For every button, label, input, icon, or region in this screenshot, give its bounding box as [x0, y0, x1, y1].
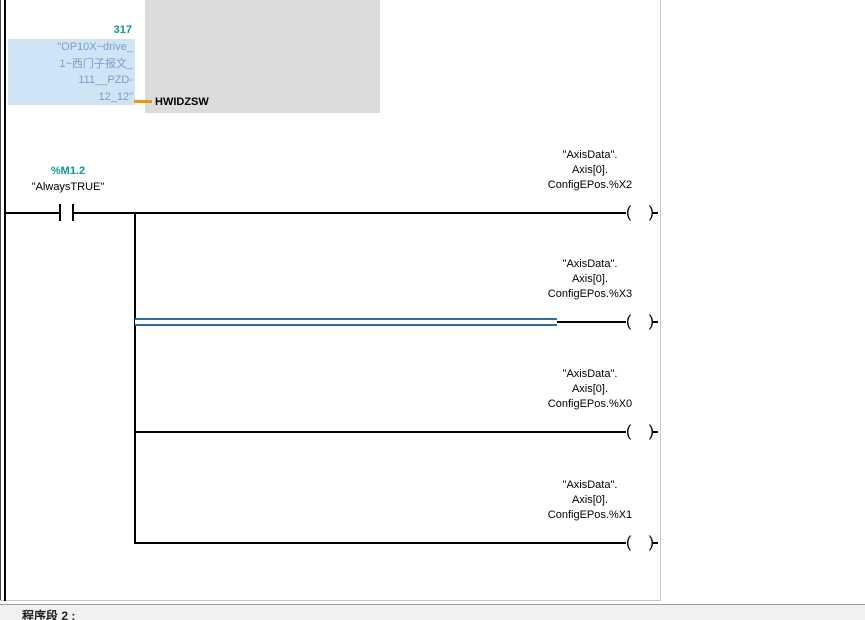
coil-operand-line: "AxisData". — [562, 368, 618, 380]
contact-symbol-name[interactable]: "AlwaysTRUE" — [31, 181, 105, 193]
coil-operand-line: ConfigEPos.%X1 — [547, 509, 633, 521]
coil-symbol[interactable]: ( ) — [626, 312, 654, 332]
coil-paren-left: ( — [626, 313, 632, 330]
coil-paren-right: ) — [649, 203, 654, 223]
coil-operand-label[interactable]: "AxisData". Axis[0]. ConfigEPos.%X3 — [515, 257, 665, 302]
coil-paren-left: ( — [626, 204, 632, 221]
coil-stub-wire — [652, 321, 658, 323]
coil-operand-line: Axis[0]. — [571, 383, 609, 395]
network-2-title: 程序段 2 : — [22, 609, 76, 620]
coil-stub-wire — [652, 542, 658, 544]
fb-operand-line: 111__PZD- — [78, 74, 133, 86]
coil-operand-line: Axis[0]. — [571, 164, 609, 176]
contact-address[interactable]: %M1.2 — [50, 165, 86, 177]
fb-operand-line: 1~西门子报文_ — [59, 57, 133, 70]
fb-operand-line: 12_12" — [98, 90, 134, 103]
coil-paren-right: ) — [649, 422, 654, 442]
coil-operand-line: ConfigEPos.%X0 — [547, 398, 633, 410]
branch-wire — [136, 542, 626, 544]
editor-left-border — [0, 0, 1, 601]
coil-paren-left: ( — [626, 534, 632, 551]
coil-operand-line: Axis[0]. — [571, 273, 609, 285]
coil-symbol[interactable]: ( ) — [626, 533, 654, 553]
fb-param-hwidzsw[interactable]: HWIDZSW — [155, 96, 209, 108]
no-contact-symbol[interactable] — [72, 204, 74, 221]
coil-paren-left: ( — [626, 423, 632, 440]
fb-operand-line: "OP10X~drive_ — [57, 41, 133, 53]
coil-symbol[interactable]: ( ) — [626, 203, 654, 223]
fb-input-value[interactable]: 317 — [113, 24, 132, 36]
coil-operand-label[interactable]: "AxisData". Axis[0]. ConfigEPos.%X0 — [515, 367, 665, 412]
coil-stub-wire — [652, 431, 658, 433]
network-bottom-border — [0, 600, 661, 601]
coil-operand-line: Axis[0]. — [571, 494, 609, 506]
coil-operand-line: "AxisData". — [562, 479, 618, 491]
branch-vertical-wire — [134, 212, 136, 544]
coil-operand-line: ConfigEPos.%X3 — [547, 288, 633, 300]
network-right-border — [660, 0, 661, 601]
network-2-header[interactable]: 程序段 2 : — [0, 604, 865, 620]
coil-paren-right: ) — [649, 533, 654, 553]
coil-paren-right: ) — [649, 312, 654, 332]
coil-stub-wire — [652, 212, 658, 214]
branch-wire — [136, 212, 626, 214]
coil-operand-line: ConfigEPos.%X2 — [547, 179, 633, 191]
coil-operand-line: "AxisData". — [562, 258, 618, 270]
power-rail — [4, 0, 6, 601]
fb-operand-tag[interactable]: "OP10X~drive_ 1~西门子报文_ 111__PZD- 12_12" — [8, 39, 135, 105]
coil-operand-label[interactable]: "AxisData". Axis[0]. ConfigEPos.%X2 — [515, 148, 665, 193]
coil-operand-line: "AxisData". — [562, 149, 618, 161]
coil-operand-label[interactable]: "AxisData". Axis[0]. ConfigEPos.%X1 — [515, 478, 665, 523]
no-contact-symbol[interactable] — [59, 204, 61, 221]
wire-rail-to-contact — [6, 212, 59, 214]
coil-symbol[interactable]: ( ) — [626, 422, 654, 442]
wire-contact-to-branch — [74, 212, 136, 214]
function-block-body[interactable] — [145, 0, 380, 113]
branch-wire — [136, 431, 626, 433]
unassigned-connector-line — [134, 100, 152, 103]
selected-branch-wire[interactable] — [135, 318, 557, 326]
